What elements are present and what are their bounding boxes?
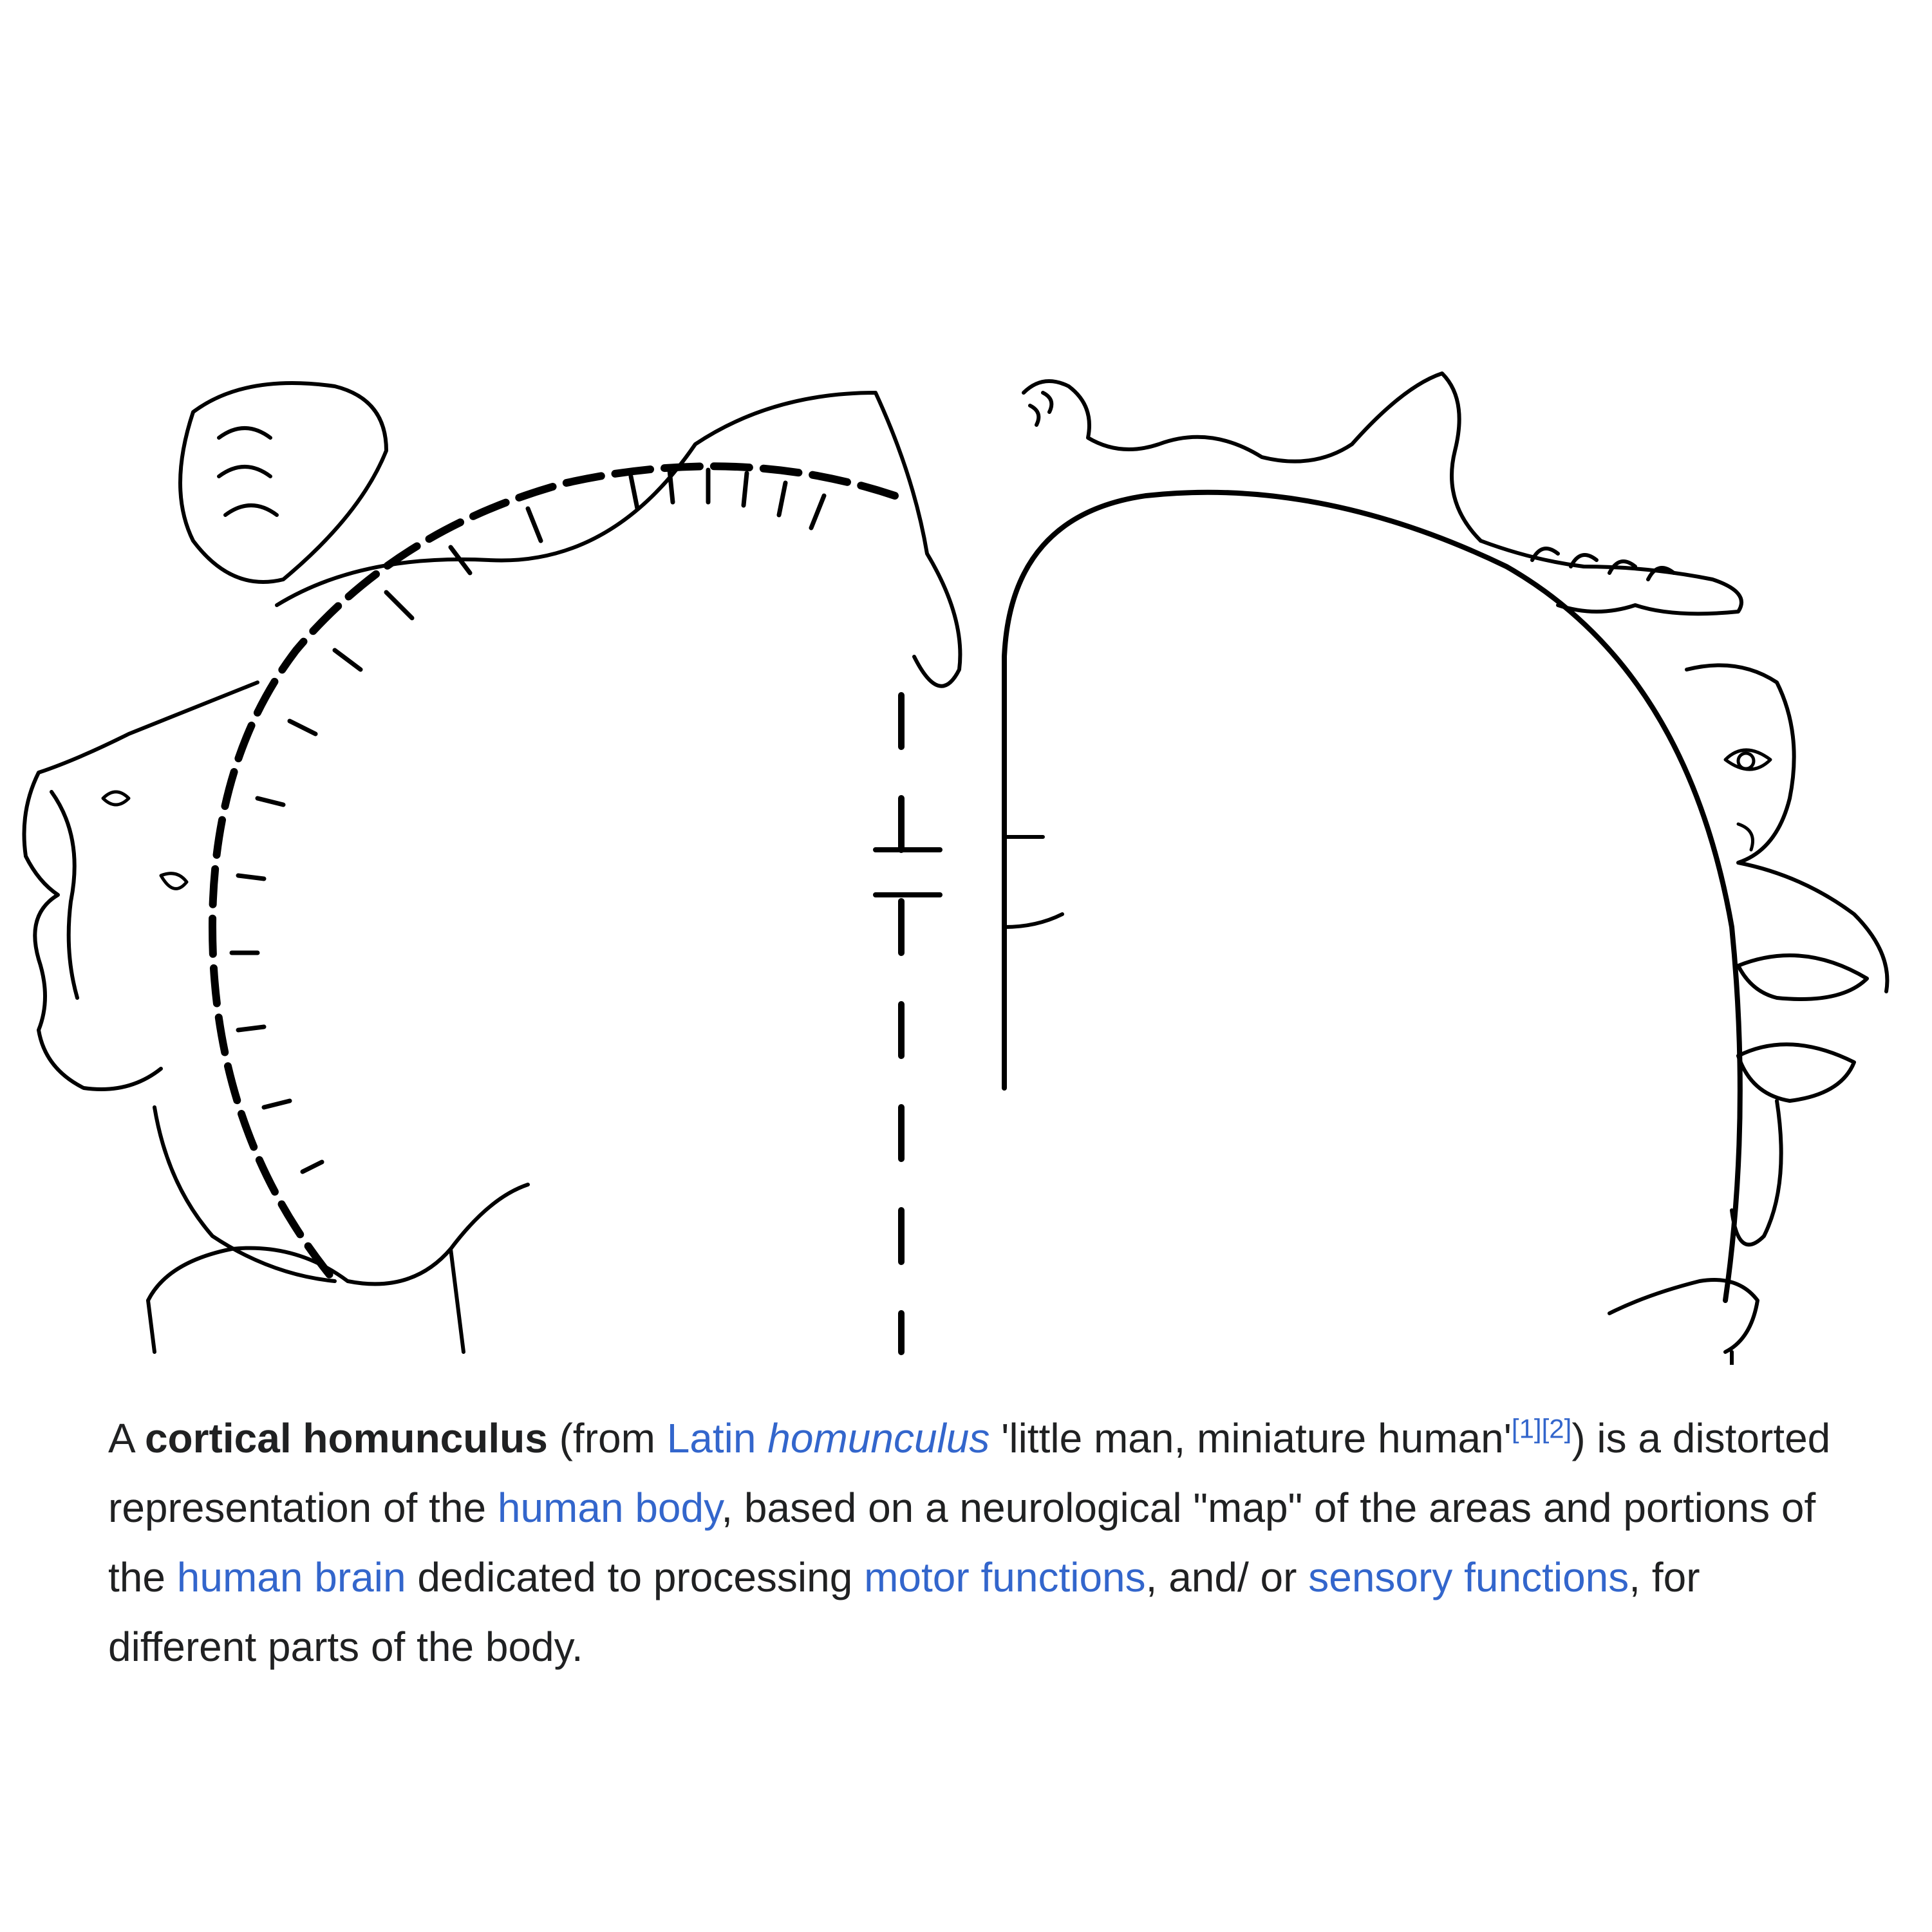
caption-text-after-refs: ) is a distorted representation of the xyxy=(108,1415,1831,1531)
motor-functions-link[interactable]: motor functions xyxy=(864,1554,1146,1600)
homunculus-link[interactable]: homunculus xyxy=(767,1415,989,1461)
caption-text-from: (from xyxy=(547,1415,667,1461)
caption-text-after-brain: dedicated to processing xyxy=(406,1554,865,1600)
motor-homunculus-icon xyxy=(22,381,962,1355)
caption-text-after-motor: , and/ or xyxy=(1145,1554,1309,1600)
caption-paragraph: A cortical homunculus (from Latin homunc… xyxy=(108,1403,1846,1682)
reference-2-link[interactable]: [2] xyxy=(1541,1413,1572,1444)
latin-word: homunculus xyxy=(767,1415,990,1461)
caption-text-start: A xyxy=(108,1415,145,1461)
references: [1][2] xyxy=(1512,1414,1571,1444)
term-bold: cortical homunculus xyxy=(144,1415,548,1461)
human-brain-link[interactable]: human brain xyxy=(176,1554,406,1600)
reference-1-link[interactable]: [1] xyxy=(1511,1413,1542,1444)
latin-link[interactable]: Latin xyxy=(666,1415,756,1461)
sensory-functions-link[interactable]: sensory functions xyxy=(1308,1554,1629,1600)
caption-space xyxy=(756,1415,767,1461)
sensory-homunculus-icon xyxy=(1002,371,1890,1365)
caption-gloss: 'little man, miniature human' xyxy=(989,1415,1512,1461)
homunculus-figure xyxy=(0,348,1932,1365)
caption-text-ending: , for different parts of the body. xyxy=(108,1554,1700,1670)
human-body-link[interactable]: human body xyxy=(497,1485,722,1531)
caption-text-after-body: , based on a neurological "map" of the a… xyxy=(108,1485,1816,1600)
